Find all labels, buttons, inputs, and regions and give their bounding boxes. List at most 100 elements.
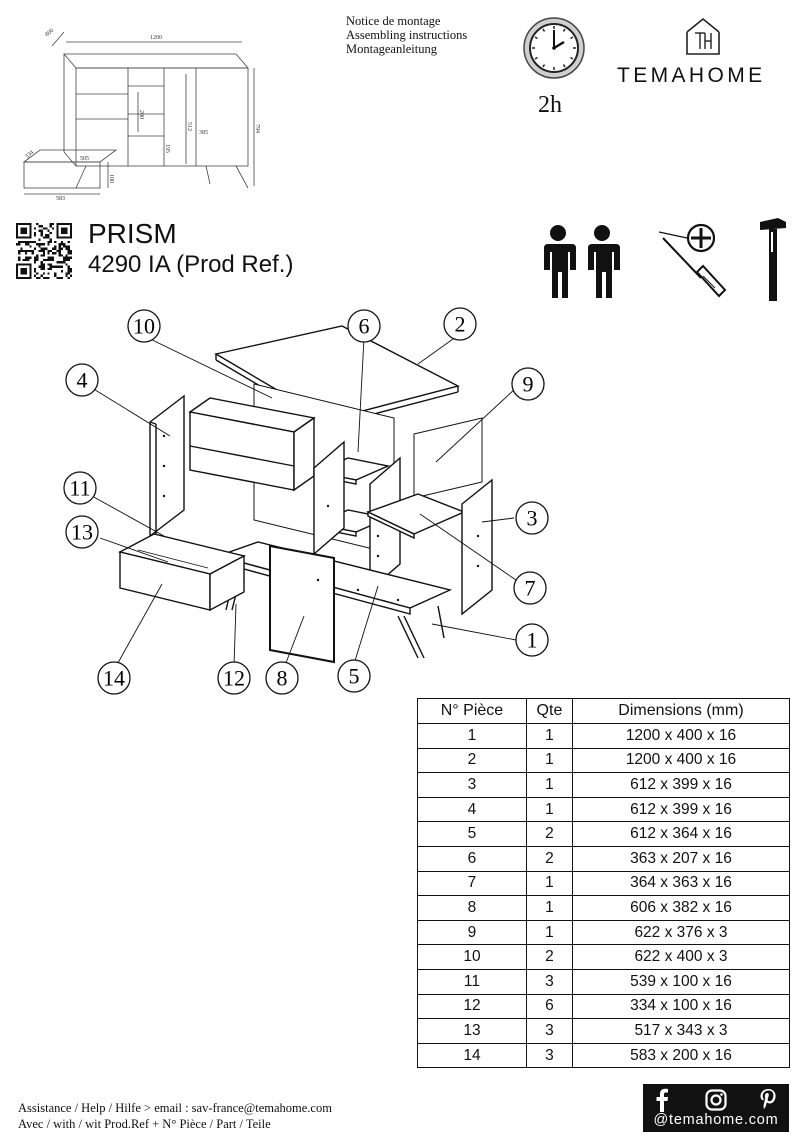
qr-module xyxy=(63,256,66,259)
qr-module xyxy=(33,227,37,230)
qr-module xyxy=(36,256,39,259)
qr-module xyxy=(45,236,48,239)
callout-circle xyxy=(265,661,299,695)
qr-module xyxy=(20,240,23,244)
qr-module xyxy=(65,247,68,250)
brand-name: TEMAHOME xyxy=(617,64,766,87)
qr-module xyxy=(18,243,21,246)
qr-module xyxy=(60,240,64,244)
dim-195: 195 xyxy=(164,144,170,153)
qr-module xyxy=(67,258,70,262)
qr-module xyxy=(47,263,50,266)
qr-module xyxy=(51,252,55,255)
callout-part-5: 5 xyxy=(337,659,371,693)
qr-module xyxy=(69,270,72,273)
qr-module xyxy=(18,258,21,262)
qr-module xyxy=(51,223,55,226)
qr-module xyxy=(40,265,43,268)
cell-dimensions: 1200 x 400 x 16 xyxy=(571,747,791,774)
cell-dimensions: 622 x 376 x 3 xyxy=(571,919,791,946)
assembly-time: 2h xyxy=(538,92,562,118)
qr-module xyxy=(45,258,48,262)
qr-module xyxy=(40,274,43,277)
cell-piece-number: 11 xyxy=(417,968,527,995)
instagram-icon[interactable] xyxy=(705,1089,727,1111)
qr-module xyxy=(60,247,64,250)
qr-module xyxy=(20,247,23,250)
qr-module xyxy=(56,265,59,268)
callout-number: 3 xyxy=(527,506,538,531)
social-media-bar: @temahome.com xyxy=(643,1084,789,1132)
callout-number: 9 xyxy=(523,372,534,397)
qr-module xyxy=(38,243,41,246)
dim-334: 334 xyxy=(24,150,35,160)
qr-module xyxy=(36,223,39,226)
qr-module xyxy=(47,229,50,232)
qr-module xyxy=(51,265,55,268)
callout-part-6: 6 xyxy=(347,309,381,343)
qr-module xyxy=(42,272,46,275)
callout-number: 8 xyxy=(277,666,288,691)
qr-module xyxy=(58,254,61,257)
cell-dimensions: 606 x 382 x 16 xyxy=(571,895,791,921)
callout-circle xyxy=(515,623,549,657)
qr-module xyxy=(58,265,61,268)
cell-quantity: 1 xyxy=(525,747,573,774)
qr-module xyxy=(27,243,30,246)
qr-module xyxy=(24,240,28,244)
qr-module xyxy=(58,243,61,246)
callout-circle xyxy=(513,571,547,605)
dim-800: 800 xyxy=(44,28,55,38)
qr-module xyxy=(51,258,55,262)
qr-code[interactable] xyxy=(16,223,72,279)
cell-dimensions: 612 x 364 x 16 xyxy=(571,821,791,847)
header-piece-number: N° Pièce xyxy=(417,698,527,724)
qr-module xyxy=(29,245,32,248)
qr-module xyxy=(67,247,70,250)
qr-module xyxy=(40,261,43,264)
callout-circle xyxy=(515,501,549,535)
qr-module xyxy=(67,252,70,255)
qr-module xyxy=(67,267,70,271)
qr-module xyxy=(47,256,50,259)
qr-module xyxy=(42,236,46,239)
qr-module xyxy=(40,263,43,266)
callout-part-1: 1 xyxy=(515,623,549,657)
callout-part-7: 7 xyxy=(513,571,547,605)
cell-quantity: 1 xyxy=(525,895,573,921)
callout-circle xyxy=(217,661,251,695)
qr-module xyxy=(47,267,50,271)
qr-module xyxy=(49,231,52,235)
qr-module xyxy=(40,229,43,232)
pinterest-icon[interactable] xyxy=(759,1088,777,1112)
qr-module xyxy=(58,261,61,264)
dim-385: 385 xyxy=(199,130,208,136)
qr-module xyxy=(58,245,61,248)
qr-module xyxy=(38,229,41,232)
callout-circle xyxy=(65,515,99,549)
facebook-icon[interactable] xyxy=(655,1088,669,1112)
cell-piece-number: 9 xyxy=(417,919,527,946)
qr-module xyxy=(38,245,41,248)
qr-module xyxy=(29,240,32,244)
qr-module xyxy=(33,231,37,235)
qr-module xyxy=(36,254,39,257)
cell-piece-number: 3 xyxy=(417,772,527,798)
social-handle[interactable]: @temahome.com xyxy=(653,1112,779,1128)
cell-piece-number: 12 xyxy=(417,993,527,1020)
qr-module xyxy=(27,258,30,262)
cell-piece-number: 7 xyxy=(417,870,527,897)
cell-piece-number: 10 xyxy=(417,944,527,970)
callout-number: 14 xyxy=(103,666,125,691)
qr-module xyxy=(36,243,39,246)
qr-module xyxy=(69,252,72,255)
cell-quantity: 1 xyxy=(525,723,573,749)
qr-module xyxy=(54,272,57,275)
qr-module xyxy=(54,274,57,277)
cell-dimensions: 517 x 343 x 3 xyxy=(571,1018,791,1044)
qr-module xyxy=(42,267,46,271)
cell-quantity: 6 xyxy=(525,993,573,1020)
